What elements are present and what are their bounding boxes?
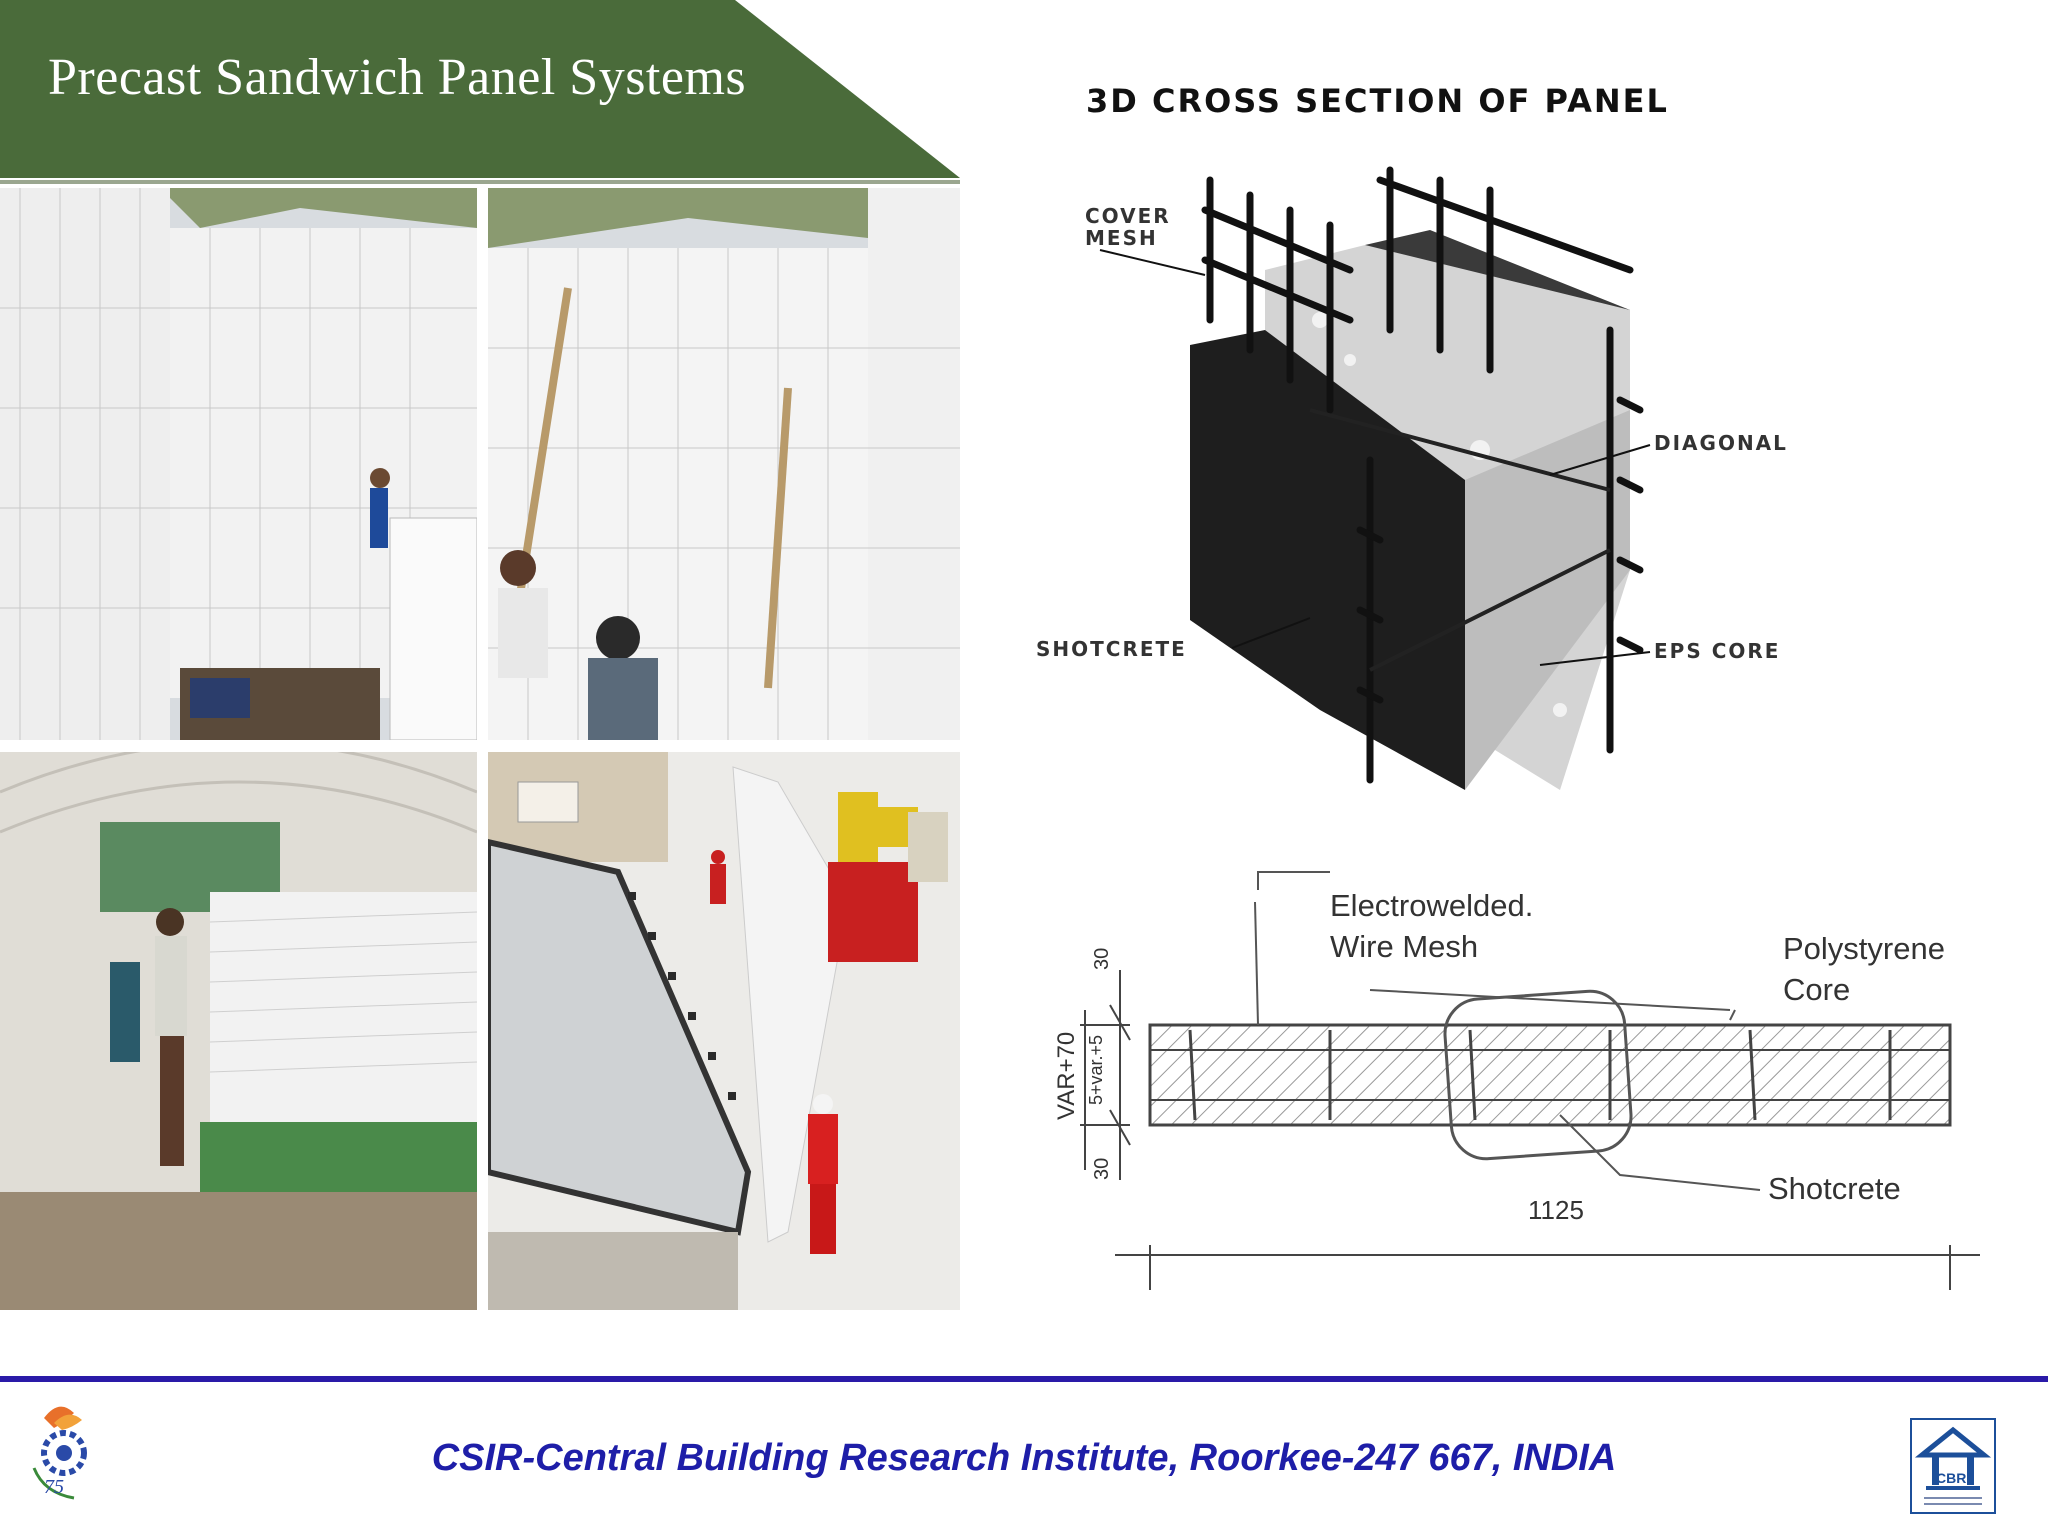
- electrowelded-label: Electrowelded.: [1330, 888, 1534, 923]
- panel-plan-section-diagram: 30 30 5+var.+5 VAR+70 Electrowelded. Wir…: [990, 870, 1990, 1320]
- dim-var: 5+var.+5: [1086, 1035, 1106, 1105]
- shotcrete-plan-label: Shotcrete: [1768, 1171, 1901, 1206]
- core-label: Core: [1783, 972, 1851, 1007]
- csir-75-years-logo: 75: [14, 1398, 124, 1510]
- cross-section-3d-diagram: COVER MESH DIAGONAL SHOTCRETE EPS CORE: [1020, 150, 1840, 810]
- svg-text:75: 75: [44, 1476, 64, 1498]
- dim-total: VAR+70: [1053, 1032, 1080, 1120]
- cbri-logo: CBRI: [1910, 1418, 1996, 1514]
- width-dimension-label: 1125: [1528, 1195, 1584, 1225]
- wire-mesh-label: Wire Mesh: [1330, 929, 1479, 964]
- diagonal-label: DIAGONAL: [1654, 431, 1788, 455]
- front-shotcrete-layer: [1190, 330, 1465, 790]
- panel-section-body: [1148, 1023, 1952, 1127]
- cbri-logo-text: CBRI: [1936, 1470, 1971, 1486]
- dim-30-top: 30: [1091, 948, 1113, 970]
- polystyrene-label: Polystyrene: [1783, 931, 1945, 966]
- title-banner: [0, 0, 2048, 190]
- shotcrete-label: SHOTCRETE: [1036, 637, 1187, 661]
- factory-production-photo: [0, 752, 477, 1310]
- footer-institute: CSIR-Central Building Research Institute…: [431, 1437, 1617, 1479]
- dim-30-bottom: 30: [1091, 1158, 1113, 1180]
- site-walls-photo-1: [0, 188, 477, 740]
- slide-title: Precast Sandwich Panel Systems: [48, 49, 747, 106]
- shotcrete-highlight: [1443, 989, 1633, 1161]
- site-walls-photo-2: [488, 188, 960, 740]
- eps-core-label: EPS CORE: [1654, 639, 1781, 663]
- panel-lifting-photo: [488, 752, 960, 1310]
- footer-divider: [0, 1376, 2048, 1382]
- diagram-3d-title: 3D CROSS SECTION OF PANEL: [1086, 82, 1669, 120]
- cover-mesh-label: COVER MESH: [1085, 204, 1171, 250]
